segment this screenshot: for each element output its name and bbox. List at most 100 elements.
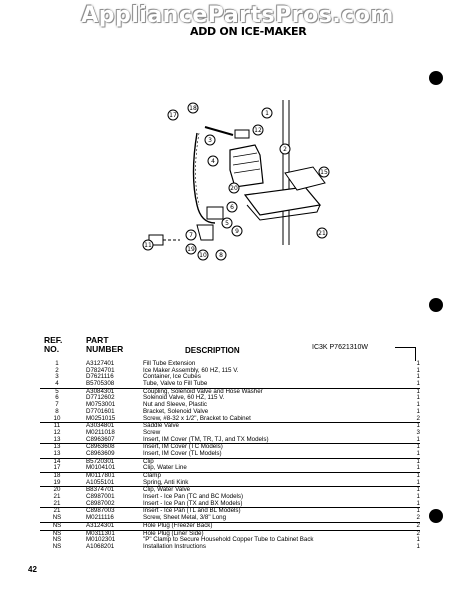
- quantity-cell: 1: [416, 366, 420, 374]
- quantity-cell: 1: [416, 435, 420, 443]
- svg-text:8: 8: [219, 252, 223, 259]
- table-row: 14 B5720301 Clip 1: [40, 457, 420, 466]
- quantity-cell: 1: [416, 387, 420, 395]
- model-bracket: [395, 347, 416, 361]
- description-cell: Insert, IM Cover (TM, TR, TJ, and TX Mod…: [143, 435, 269, 443]
- svg-text:20: 20: [230, 185, 238, 192]
- description-cell: Insert - Ice Pan (TC and BC Models): [143, 493, 244, 501]
- description-cell: Clamp: [143, 472, 161, 479]
- binder-hole-middle: [429, 298, 443, 312]
- part-number-cell: M0211116: [86, 514, 114, 522]
- description-cell: Clip, Water Valve: [143, 486, 191, 494]
- quantity-cell: 1: [416, 472, 420, 479]
- part-number-cell: M0211018: [86, 428, 115, 436]
- quantity-cell: 1: [416, 542, 420, 550]
- ref-cell: 14: [53, 457, 61, 465]
- svg-text:18: 18: [189, 105, 197, 112]
- model-header: IC3K P7621310W: [312, 344, 369, 351]
- quantity-cell: 3: [416, 428, 420, 436]
- part-number-cell: M0251015: [86, 414, 116, 422]
- quantity-cell: 2: [416, 529, 420, 537]
- part-number-cell: B5720301: [86, 457, 115, 465]
- ref-cell: NS: [52, 529, 62, 537]
- description-cell: Installation Instructions: [143, 542, 206, 550]
- part-number-cell: D7701601: [86, 407, 115, 415]
- svg-text:7: 7: [189, 232, 193, 239]
- quantity-cell: 1: [416, 449, 420, 457]
- ref-cell: 10: [53, 414, 61, 422]
- part-number-cell: C8963608: [86, 443, 115, 451]
- table-row: 10 M0251015 Screw, #8-32 x 1/2", Bracket t…: [40, 414, 420, 424]
- ref-cell: NS: [52, 521, 62, 529]
- ref-cell: 19: [53, 478, 61, 486]
- ref-cell: 21: [53, 493, 61, 501]
- quantity-cell: 1: [416, 536, 420, 544]
- part-number-cell: M0753001: [86, 401, 116, 409]
- ref-cell: 6: [55, 394, 59, 402]
- quantity-cell: 1: [416, 493, 420, 501]
- svg-text:19: 19: [187, 246, 195, 253]
- quantity-cell: 2: [416, 521, 420, 529]
- description-cell: Clip: [143, 457, 154, 465]
- part-number-cell: A3034801: [86, 422, 115, 430]
- description-cell: Tube, Valve to Fill Tube: [143, 380, 208, 388]
- description-cell: Hole Plug (Liner Side): [143, 529, 204, 537]
- part-number-cell: C8963607: [86, 435, 115, 443]
- svg-text:21: 21: [318, 230, 326, 237]
- quantity-cell: 1: [416, 380, 420, 388]
- binder-hole-bottom: [429, 509, 443, 523]
- description-cell: Coupling, Solenoid Valve and Hose Washer: [143, 387, 263, 395]
- ref-cell: NS: [52, 542, 62, 550]
- description-cell: Nut and Sleeve, Plastic: [143, 401, 207, 409]
- quantity-cell: 1: [416, 373, 420, 381]
- part-number-cell: C8987002: [86, 499, 115, 507]
- ice-maker-diagram: 18 17 1 3 4 12 2 15 20 6 5 7 19 10 8 9 1…: [142, 100, 330, 261]
- description-cell: Ice Maker Assembly, 60 HZ, 115 V.: [143, 366, 239, 374]
- description-cell: Insert, IM Cover (TC Models): [143, 443, 223, 451]
- svg-text:4: 4: [211, 158, 215, 165]
- table-row: 21 C8987003 Insert - Ice Pan (TL and BL Mo…: [40, 508, 420, 515]
- ref-cell: 8: [55, 407, 59, 415]
- description-cell: Clip, Water Line: [143, 464, 187, 472]
- ref-cell: NS: [52, 536, 62, 544]
- svg-text:10: 10: [199, 252, 207, 259]
- description-cell: Screw: [143, 428, 161, 436]
- ref-cell: 20: [53, 486, 61, 494]
- ref-cell: 1: [55, 360, 59, 367]
- binder-hole-top: [429, 71, 443, 85]
- quantity-cell: 1: [416, 457, 420, 465]
- part-number-cell: A3084301: [86, 387, 115, 395]
- svg-text:1: 1: [265, 110, 269, 117]
- part-number-cell: C8987003: [86, 507, 115, 515]
- description-cell: Screw, #8-32 x 1/2", Bracket to Cabinet: [143, 414, 251, 422]
- quantity-cell: 1: [416, 394, 420, 402]
- quantity-cell: 2: [416, 414, 420, 422]
- ref-cell: 21: [53, 499, 61, 507]
- quantity-cell: 1: [416, 499, 420, 507]
- ref-cell: 7: [55, 401, 59, 409]
- part-number-cell: B8374701: [86, 486, 115, 494]
- ref-cell: 2: [55, 366, 59, 374]
- part-number-cell: D7712602: [86, 394, 115, 402]
- part-number-cell: M0104101: [86, 464, 116, 472]
- ref-cell: 3: [55, 373, 59, 381]
- ref-cell: 13: [53, 449, 61, 457]
- description-cell: Insert - Ice Pan (TL and BL Models): [143, 507, 241, 515]
- ref-cell: 18: [53, 472, 61, 479]
- description-cell: "P" Clamp to Secure Household Copper Tub…: [143, 536, 314, 544]
- ref-cell: 21: [53, 507, 61, 515]
- svg-text:6: 6: [230, 204, 234, 211]
- ref-cell: 17: [53, 464, 61, 472]
